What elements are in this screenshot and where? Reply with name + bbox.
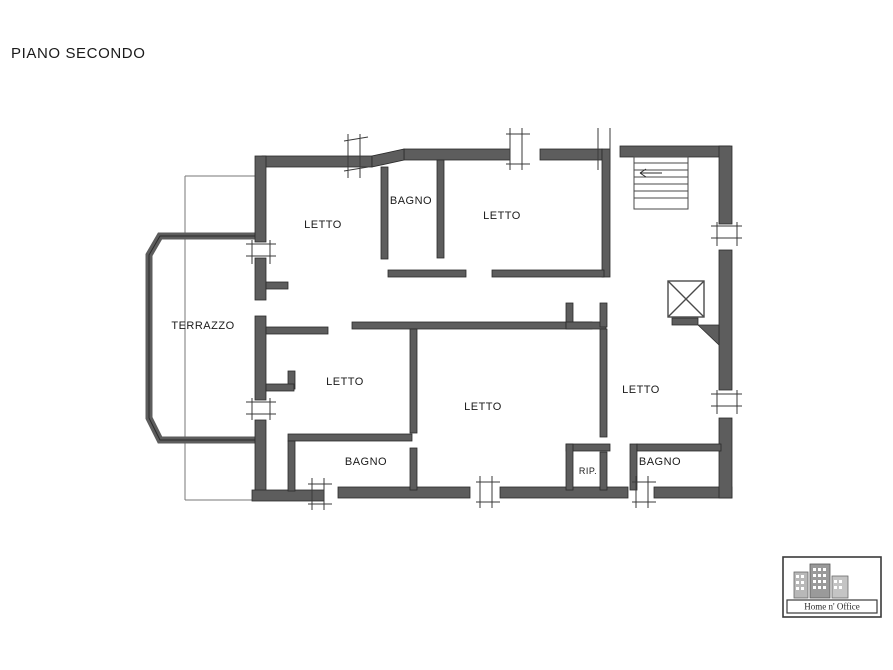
room-label-bagno-2: BAGNO [345,456,387,468]
room-label-terrazzo: TERRAZZO [171,320,234,332]
room-label-letto-4: LETTO [464,401,502,413]
openings [246,128,742,510]
home-n-office-logo: Home n' Office [782,556,882,618]
terrazzo-outline [145,232,262,444]
staircase [633,156,689,210]
room-label-letto-2: LETTO [483,210,521,222]
room-label-letto-1: LETTO [304,219,342,231]
room-label-letto-3: LETTO [326,376,364,388]
walls [251,145,733,502]
logo-text: Home n' Office [804,602,859,612]
shaft-crossed-square [667,280,705,318]
room-label-rip: RIP. [579,466,597,476]
room-label-bagno-1: BAGNO [390,195,432,207]
room-label-bagno-3: BAGNO [639,456,681,468]
building-icon [793,563,849,599]
room-labels: LETTO BAGNO LETTO TERRAZZO LETTO LETTO L… [171,195,681,476]
page-title: PIANO SECONDO [11,45,146,62]
room-label-letto-5: LETTO [622,384,660,396]
